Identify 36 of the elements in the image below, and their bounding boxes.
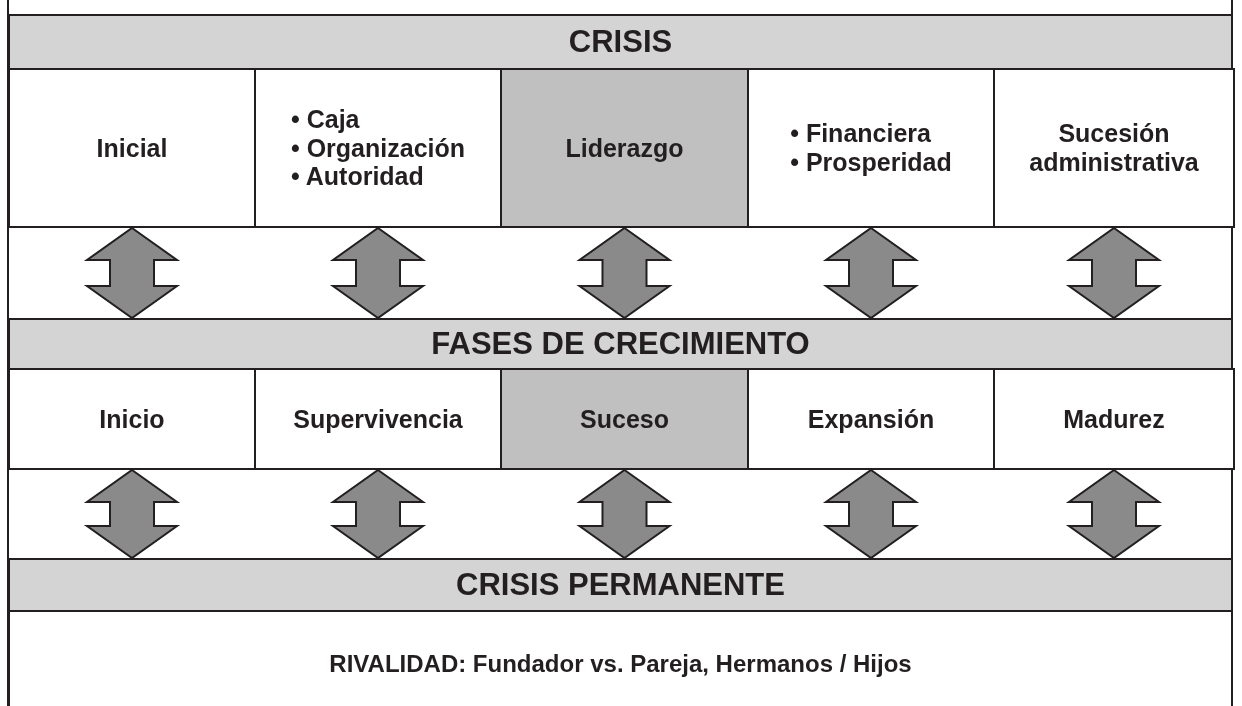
phase-label: Suceso — [580, 404, 669, 434]
double-arrow — [576, 468, 673, 560]
phase-label: Expansión — [807, 404, 935, 434]
double-arrow — [576, 226, 673, 320]
table-cell — [500, 68, 749, 228]
double-arrow — [329, 226, 427, 320]
table-cell — [993, 368, 1235, 470]
header-band — [8, 318, 1233, 370]
double-arrow — [1065, 468, 1163, 560]
crisis-label: Sucesión administrativa — [1028, 119, 1200, 177]
heading: FASES DE CRECIMIENTO — [431, 326, 810, 362]
list-item: • Prosperidad — [790, 148, 952, 177]
heading: CRISIS PERMANENTE — [456, 567, 785, 603]
note-text: RIVALIDAD: Fundador vs. Pareja, Hermanos / Hijos — [329, 650, 912, 678]
phase-label: Madurez — [1063, 404, 1165, 434]
table-cell — [8, 368, 256, 470]
double-arrow — [822, 226, 920, 320]
list-item: • Autoridad — [290, 162, 425, 192]
table-cell — [500, 368, 749, 470]
table-cell — [8, 68, 256, 228]
double-arrow — [83, 226, 181, 320]
header-band — [8, 14, 1233, 70]
list-item: • Caja — [290, 104, 361, 134]
table-cell — [993, 68, 1235, 228]
list-item: • Organización — [290, 133, 466, 163]
crisis-label: Liderazgo — [565, 133, 684, 163]
double-arrow — [83, 468, 181, 560]
crisis-label: Inicial — [96, 133, 168, 163]
phase-label: Inicio — [99, 404, 165, 434]
double-arrow — [822, 468, 920, 560]
heading: CRISIS — [568, 24, 673, 60]
header-band — [8, 558, 1233, 612]
double-arrow — [329, 468, 427, 560]
double-arrow — [1065, 226, 1163, 320]
list-item: • Financiera — [790, 119, 932, 148]
phase-label: Supervivencia — [293, 404, 463, 434]
